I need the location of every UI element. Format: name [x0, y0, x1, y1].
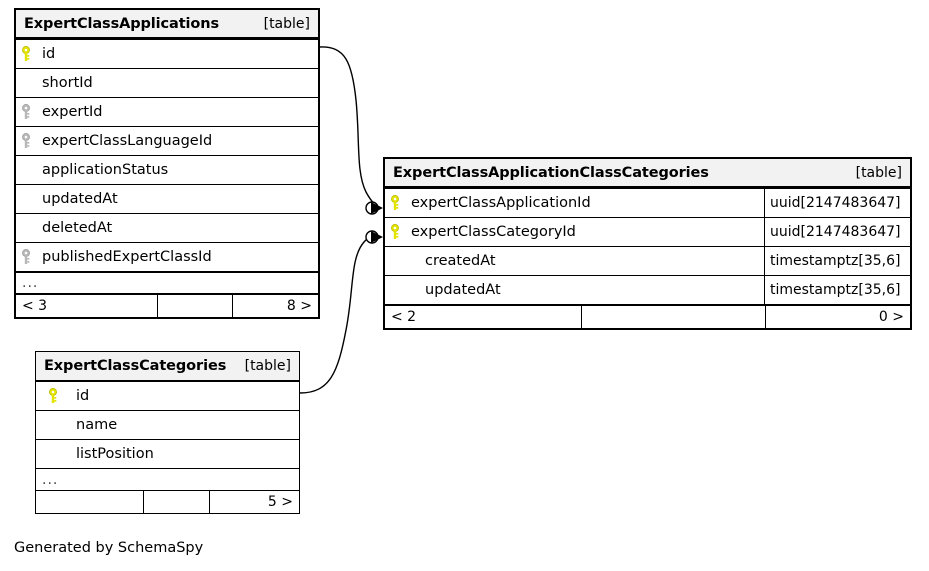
connector-applications-to-joincats — [319, 46, 382, 209]
crowsfoot-arrow-applications — [371, 202, 383, 214]
column-type: timestamptz[35,6] — [764, 247, 910, 275]
column-name: updatedAt — [425, 282, 501, 298]
table-title: ExpertClassCategories — [44, 358, 227, 374]
table-row[interactable]: listPosition — [36, 439, 299, 468]
generated-by-note: Generated by SchemaSpy — [14, 540, 204, 556]
table-expertclasscategories[interactable]: ExpertClassCategories [table] id name — [35, 351, 300, 514]
column-name: expertClassLanguageId — [42, 133, 213, 149]
column-name: deletedAt — [42, 220, 113, 236]
column-type: uuid[2147483647] — [764, 218, 910, 246]
table-row[interactable]: updatedAt — [16, 184, 318, 213]
table-footer-expertclassapplications: < 3 8 > — [16, 293, 318, 317]
more-columns-indicator: ... — [16, 271, 318, 293]
footer-middle — [157, 295, 232, 317]
footer-middle — [581, 306, 765, 328]
table-footer-expertclassapplicationclasscategories: < 2 0 > — [385, 304, 910, 328]
table-header-expertclassapplicationclasscategories: ExpertClassApplicationClassCategories [t… — [385, 159, 910, 188]
footer-child-count[interactable]: 5 > — [209, 491, 299, 513]
table-row[interactable]: id — [36, 381, 299, 410]
column-name: expertClassApplicationId — [411, 195, 591, 211]
footer-parent-count[interactable]: < 3 — [22, 298, 48, 314]
column-type: uuid[2147483647] — [764, 189, 910, 217]
table-expertclassapplicationclasscategories[interactable]: ExpertClassApplicationClassCategories [t… — [383, 157, 912, 330]
key-icon-foreign — [16, 133, 36, 149]
footer-child-count[interactable]: 8 > — [232, 295, 318, 317]
column-name: name — [76, 417, 118, 433]
key-icon-primary — [36, 388, 70, 404]
crowsfoot-arrow-categories — [371, 231, 383, 243]
table-row[interactable]: expertClassCategoryId uuid[2147483647] — [385, 217, 910, 246]
footer-middle — [143, 491, 209, 513]
table-type-tag: [table] — [263, 15, 310, 32]
column-name: expertId — [42, 104, 103, 120]
table-row[interactable]: deletedAt — [16, 213, 318, 242]
column-name: listPosition — [76, 446, 154, 462]
column-name: createdAt — [425, 253, 496, 269]
column-name: id — [42, 46, 56, 62]
column-name: expertClassCategoryId — [411, 224, 576, 240]
table-row[interactable]: name — [36, 410, 299, 439]
table-header-expertclasscategories: ExpertClassCategories [table] — [36, 352, 299, 381]
footer-parent-count[interactable]: < 2 — [391, 309, 417, 325]
table-row[interactable]: expertClassApplicationId uuid[2147483647… — [385, 188, 910, 217]
table-row[interactable]: createdAt timestamptz[35,6] — [385, 246, 910, 275]
cardinality-zero-one-applications — [365, 201, 379, 215]
table-title: ExpertClassApplications — [24, 15, 220, 32]
table-footer-expertclasscategories: 5 > — [36, 490, 299, 513]
cardinality-zero-one-categories — [365, 230, 379, 244]
column-type: timestamptz[35,6] — [764, 276, 910, 304]
footer-child-count[interactable]: 0 > — [765, 306, 910, 328]
table-header-expertclassapplications: ExpertClassApplications [table] — [16, 10, 318, 39]
key-icon-primary — [385, 195, 405, 211]
table-row[interactable]: id — [16, 39, 318, 68]
table-row[interactable]: updatedAt timestamptz[35,6] — [385, 275, 910, 304]
key-icon-foreign — [16, 249, 36, 265]
column-name: shortId — [42, 75, 93, 91]
table-row[interactable]: expertId — [16, 97, 318, 126]
column-name: applicationStatus — [42, 162, 169, 178]
column-name: publishedExpertClassId — [42, 249, 212, 265]
column-name: updatedAt — [42, 191, 118, 207]
table-title: ExpertClassApplicationClassCategories — [393, 164, 709, 181]
key-icon-primary — [16, 46, 36, 62]
table-row[interactable]: shortId — [16, 68, 318, 97]
table-row[interactable]: applicationStatus — [16, 155, 318, 184]
key-icon-foreign — [16, 104, 36, 120]
table-type-tag: [table] — [855, 164, 902, 181]
footer-parent-count[interactable] — [36, 491, 143, 513]
table-type-tag: [table] — [244, 358, 291, 374]
more-columns-indicator: ... — [36, 468, 299, 490]
column-name: id — [76, 388, 90, 404]
key-icon-primary — [385, 224, 405, 240]
table-row[interactable]: publishedExpertClassId — [16, 242, 318, 271]
table-row[interactable]: expertClassLanguageId — [16, 126, 318, 155]
table-expertclassapplications[interactable]: ExpertClassApplications [table] id short… — [14, 8, 320, 319]
